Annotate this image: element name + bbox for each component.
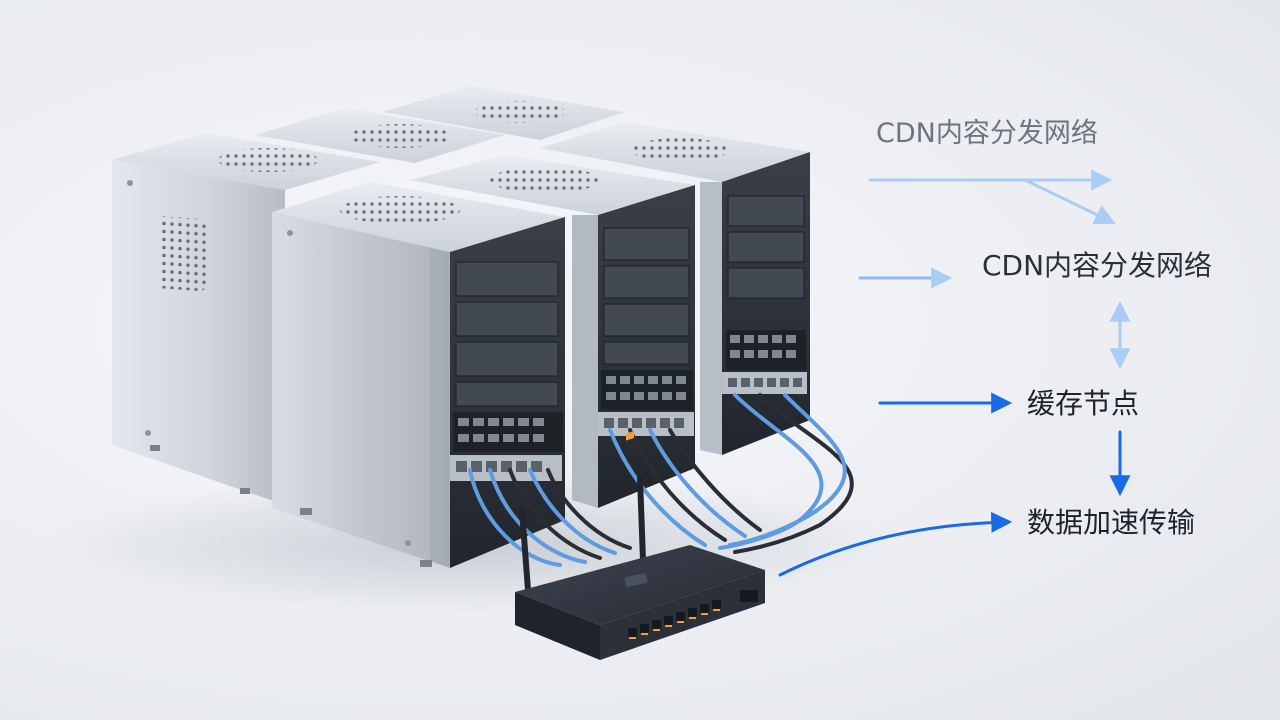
label-cdn-main: CDN内容分发网络: [982, 249, 1213, 282]
label-cdn-top: CDN内容分发网络: [876, 118, 1098, 149]
label-data-transfer: 数据加速传输: [1027, 506, 1196, 539]
arrow-right-transfer: [778, 511, 1013, 577]
network-cables: [468, 393, 854, 567]
network-router: [515, 431, 765, 660]
server-right: [540, 122, 810, 455]
server-back-middle: [255, 108, 505, 163]
router-ports: [628, 600, 721, 637]
server-left: [112, 133, 380, 505]
server-back-right: [383, 86, 625, 140]
server-middle: [410, 155, 695, 508]
arrow-diagonal-top: [1023, 178, 1116, 225]
label-cache-node: 缓存节点: [1027, 387, 1140, 420]
flow-arrows: [778, 169, 1131, 577]
